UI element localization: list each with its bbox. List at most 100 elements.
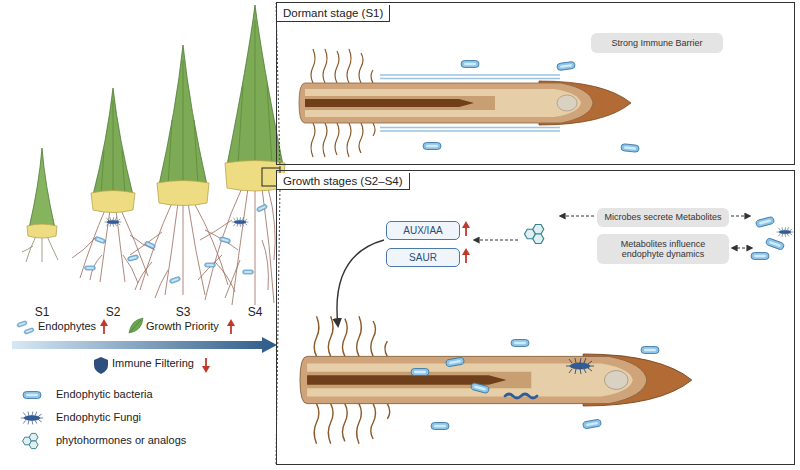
gene-up-arrows xyxy=(462,248,470,255)
growing-root xyxy=(641,347,659,354)
gene-box: AUX/IAA xyxy=(386,221,460,240)
growing-root xyxy=(300,316,692,443)
stage-label: S2 xyxy=(106,305,121,319)
signal-arrows xyxy=(474,240,518,241)
bamboo-shoot xyxy=(157,181,209,206)
bamboo-shoot xyxy=(27,224,57,238)
signal-arrows xyxy=(337,240,384,326)
dormant-root xyxy=(299,49,639,157)
microbe-cluster xyxy=(777,227,794,237)
growing-root xyxy=(446,357,465,367)
stage-label: S1 xyxy=(35,305,50,319)
trend-icons xyxy=(227,319,235,326)
growing-root xyxy=(300,316,692,443)
endophyte-symbols xyxy=(144,241,156,249)
legend-label: Endophytic Fungi xyxy=(56,411,141,423)
stage-panel: Growth stages (S2–S4) AUX/IAA SAUR Microbes… xyxy=(276,170,795,465)
hormone-symbol xyxy=(525,224,544,243)
signal-arrows xyxy=(731,216,750,217)
bamboo-shoot xyxy=(159,45,207,185)
stage-label: S4 xyxy=(248,305,263,319)
trend-icons xyxy=(130,320,141,332)
box-label: Metabolites influence endophyte dynamics xyxy=(601,239,725,260)
endophyte-symbols xyxy=(256,204,268,212)
bamboo-roots xyxy=(130,203,238,298)
growing-root xyxy=(511,340,529,347)
process-box: Metabolites influence endophyte dynamics xyxy=(597,234,729,264)
bamboo-shoot xyxy=(227,5,283,165)
growing-root xyxy=(431,423,449,430)
growing-root xyxy=(505,394,537,398)
trend-label: Endophytes xyxy=(38,320,96,332)
bamboo-shoot xyxy=(168,60,198,185)
trend-label: Immune Filtering xyxy=(112,357,194,369)
growing-root xyxy=(411,369,429,376)
legend-icons xyxy=(21,412,43,425)
signal-arrows xyxy=(337,216,752,326)
dormant-root xyxy=(461,61,479,68)
microbe-cluster xyxy=(755,216,774,227)
shield-icon xyxy=(94,357,108,374)
growing-root xyxy=(470,382,489,393)
panel-heading: Dormant stage (S1) xyxy=(277,5,390,22)
box-label: Strong Immune Barrier xyxy=(611,38,702,48)
bamboo-roots xyxy=(198,188,275,305)
state-box: Strong Immune Barrier xyxy=(591,33,723,53)
trend-icons xyxy=(12,318,277,374)
gene-label: SAUR xyxy=(409,252,437,263)
dormant-root xyxy=(299,49,631,157)
endophyte-symbols xyxy=(105,217,122,227)
dormant-root xyxy=(423,143,441,150)
endophyte-symbols xyxy=(232,217,249,227)
legend-icons xyxy=(21,392,43,449)
endophyte-symbols xyxy=(85,204,268,284)
bamboo-shoot xyxy=(238,20,272,165)
immune-barrier-line xyxy=(380,75,560,131)
growing-root xyxy=(583,419,602,429)
signal-arrows xyxy=(732,248,752,249)
legend-label: phytohormones or analogs xyxy=(56,434,186,446)
gene-label: AUX/IAA xyxy=(403,225,442,236)
gene-up-arrows xyxy=(462,221,470,263)
signal-arrows xyxy=(560,216,594,217)
bamboo-shoot xyxy=(91,191,135,213)
dormant-root xyxy=(557,61,576,70)
legend-icons xyxy=(23,392,41,399)
bamboo-shoot xyxy=(29,148,55,228)
endophyte-symbols xyxy=(219,237,231,244)
legend-entry: Endophytic bacteria xyxy=(56,388,153,400)
stage-panel: Dormant stage (S1) Strong Immune Barrier xyxy=(276,2,795,165)
legend-icons xyxy=(23,433,38,448)
trend-icons xyxy=(129,318,143,333)
endophyte-symbols xyxy=(94,236,106,244)
process-box: Microbes secrete Metabolites xyxy=(597,208,729,227)
endophyte-symbols xyxy=(85,266,96,270)
dormant-root xyxy=(621,144,640,153)
trend-icons xyxy=(24,327,35,334)
trend-icons xyxy=(17,320,28,327)
gradient-arrow xyxy=(12,337,277,353)
microbe-cluster xyxy=(765,238,784,251)
endophyte-symbols xyxy=(243,270,254,274)
bamboo-shoot xyxy=(93,88,133,195)
stage-label: S3 xyxy=(176,305,191,319)
microbe-cluster xyxy=(751,216,793,259)
bamboo-roots xyxy=(22,188,275,305)
microbe-cluster xyxy=(751,253,769,260)
gene-up-arrows xyxy=(462,221,470,228)
panel-heading: Growth stages (S2–S4) xyxy=(277,173,410,190)
legend-entry: phytohormones or analogs xyxy=(56,434,186,446)
bamboo-shoot xyxy=(27,5,285,238)
endophyte-symbols xyxy=(127,255,139,262)
trend-icons xyxy=(202,366,210,373)
legend-entry: Endophytic Fungi xyxy=(56,411,141,423)
legend-label: Endophytic bacteria xyxy=(56,388,153,400)
endophyte-symbols xyxy=(205,263,216,267)
endophyte-symbols xyxy=(169,276,181,284)
trend-label: Growth Priority xyxy=(146,320,219,332)
bamboo-roots xyxy=(22,236,58,262)
trend-icons xyxy=(100,319,108,326)
growing-root xyxy=(566,358,594,374)
bamboo-shoot xyxy=(101,100,125,195)
